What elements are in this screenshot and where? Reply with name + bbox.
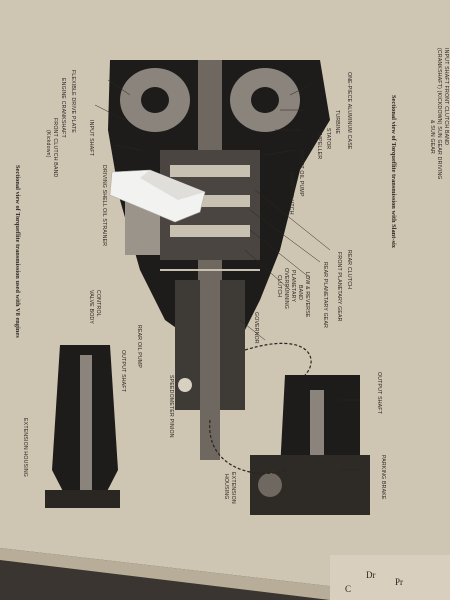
converter-hub-left bbox=[141, 87, 169, 113]
label-front-planetary-gear: FRONT PLANETARY GEAR bbox=[336, 252, 342, 322]
output-shaft-main bbox=[200, 280, 220, 460]
label-kickdown: (Kickdown) bbox=[45, 130, 51, 158]
label-governor: GOVERNOR bbox=[253, 312, 259, 344]
label-overrunning: OVERRUNNING bbox=[283, 268, 289, 309]
label-low-reverse: LOW & REVERSE bbox=[304, 272, 310, 318]
left-output-shaft bbox=[80, 355, 92, 505]
label-driving-shell: DRIVING SHELL bbox=[101, 165, 107, 207]
clutch-pack-3 bbox=[170, 225, 250, 237]
label-extension: EXTENSION bbox=[230, 472, 236, 504]
label-sun-gear: & SUN GEAR bbox=[429, 120, 435, 154]
label-planetary: PLANETARY bbox=[290, 270, 296, 303]
left-extension-detail bbox=[45, 345, 120, 508]
label-output-shaft-right: OUTPUT SHAFT bbox=[376, 372, 382, 415]
label-valve-body: VALVE BODY bbox=[88, 290, 94, 324]
facing-page-text-1: Pr bbox=[395, 577, 403, 587]
label-clutch: CLUTCH bbox=[276, 275, 282, 297]
clutch-pack-1 bbox=[170, 165, 250, 177]
leader-lines bbox=[94, 79, 360, 471]
label-parking-brake: PARKING BRAKE bbox=[380, 455, 386, 500]
label-extension-housing-left: EXTENSION HOUSING bbox=[22, 418, 28, 477]
label-front-clutch: FRONT CLUTCH bbox=[288, 172, 294, 215]
label-sun-gear-driving: (CRANKSHAFT) (KICKDOWN) SUN GEAR DRIVING bbox=[436, 48, 442, 180]
dashed-connector-bottom bbox=[209, 419, 286, 475]
label-input-shaft-band: INPUT SHAFT FRONT CLUTCH BAND bbox=[443, 48, 449, 145]
label-housing: HOUSING bbox=[223, 474, 229, 500]
left-mount-base bbox=[45, 490, 120, 508]
dashed-connector-top bbox=[244, 342, 312, 376]
label-input-shaft: INPUT SHAFT bbox=[88, 120, 94, 157]
label-engine-crankshaft: ENGINE CRANKSHAFT bbox=[60, 78, 66, 139]
label-speedometer-pinion: SPEEDOMETER PINION bbox=[168, 375, 174, 438]
label-output-shaft-left: OUTPUT SHAFT bbox=[120, 350, 126, 393]
right-extension-detail bbox=[250, 375, 370, 515]
facing-page-text-2: Dr bbox=[366, 570, 376, 580]
label-one-piece-case: ONE-PIECE ALUMINUM CASE bbox=[346, 72, 352, 150]
label-flexible-drive-plate: FLEXIBLE DRIVE PLATE bbox=[70, 70, 76, 133]
label-control: CONTROL bbox=[95, 290, 101, 317]
label-rear-planetary-gear: REAR PLANETARY GEAR bbox=[322, 262, 328, 328]
label-front-oil-pump: FRONT OIL PUMP bbox=[298, 150, 304, 197]
label-front-clutch-band: FRONT CLUTCH BAND bbox=[52, 118, 58, 178]
label-band: BAND bbox=[297, 285, 303, 300]
label-turbine: TURBINE bbox=[334, 110, 340, 135]
label-impeller: IMPELLER bbox=[316, 132, 322, 159]
caption-left: Sectional view of Torqueflite transmissi… bbox=[14, 165, 21, 338]
speedometer-pinion-gear bbox=[178, 378, 192, 392]
label-rear-clutch: REAR CLUTCH bbox=[346, 250, 352, 289]
label-stator: STATOR bbox=[325, 128, 331, 149]
label-rear-oil-pump: REAR OIL PUMP bbox=[136, 325, 142, 368]
paper-note-fold bbox=[140, 170, 205, 200]
facing-page-text-3: C bbox=[345, 584, 351, 594]
transmission-cutaway bbox=[108, 60, 330, 460]
caption-right: Sectional view of Torqueflite transmissi… bbox=[390, 95, 397, 249]
facing-page bbox=[330, 555, 450, 600]
label-oil-strainer: OIL STRAINER bbox=[101, 208, 107, 246]
parking-gear bbox=[258, 473, 282, 497]
converter-hub-right bbox=[251, 87, 279, 113]
